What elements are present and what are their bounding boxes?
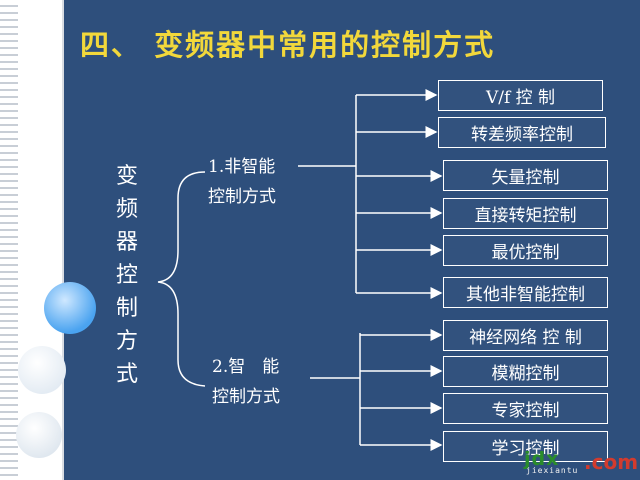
method-box-neural-network: 神经网络 控 制 bbox=[443, 320, 608, 351]
branch-label-non-intelligent: 1.非智能 控制方式 bbox=[208, 152, 276, 212]
root-label: 变频器控制方式 bbox=[115, 164, 138, 387]
method-box-direct-torque: 直接转矩控制 bbox=[443, 198, 608, 229]
method-box-other-non-intelligent: 其他非智能控制 bbox=[443, 277, 608, 308]
branch-label-line: 控制方式 bbox=[208, 187, 276, 207]
notebook-spiral-binding bbox=[0, 0, 18, 480]
method-box-fuzzy: 模糊控制 bbox=[443, 356, 608, 387]
method-box-vf: V/f 控 制 bbox=[438, 80, 603, 111]
watermark-subtext: jiexiantu bbox=[526, 466, 579, 475]
slide-title: 四、 变频器中常用的控制方式 bbox=[80, 28, 496, 62]
method-box-optimal: 最优控制 bbox=[443, 235, 608, 266]
root-brace bbox=[157, 171, 206, 387]
method-box-slip-frequency: 转差频率控制 bbox=[438, 117, 606, 148]
branch-label-line: 控制方式 bbox=[212, 387, 280, 407]
decorative-white-circle bbox=[18, 346, 66, 394]
decorative-blue-circle bbox=[44, 282, 96, 334]
site-watermark: jdx .com jiexiantu bbox=[524, 448, 639, 476]
root-label-vertical: 变频器控制方式 bbox=[112, 160, 142, 391]
watermark-domain: .com bbox=[584, 450, 639, 474]
watermark-logo: jdx bbox=[524, 448, 560, 470]
method-box-vector: 矢量控制 bbox=[443, 160, 608, 191]
branch-label-line: 2.智 能 bbox=[212, 357, 280, 377]
method-box-learning: 学习控制 bbox=[443, 431, 608, 462]
method-box-expert: 专家控制 bbox=[443, 393, 608, 424]
branch-label-line: 1.非智能 bbox=[208, 157, 276, 177]
branch-label-intelligent: 2.智 能 控制方式 bbox=[212, 352, 280, 412]
margin-edge-line bbox=[62, 0, 64, 480]
decorative-white-circle bbox=[16, 412, 62, 458]
